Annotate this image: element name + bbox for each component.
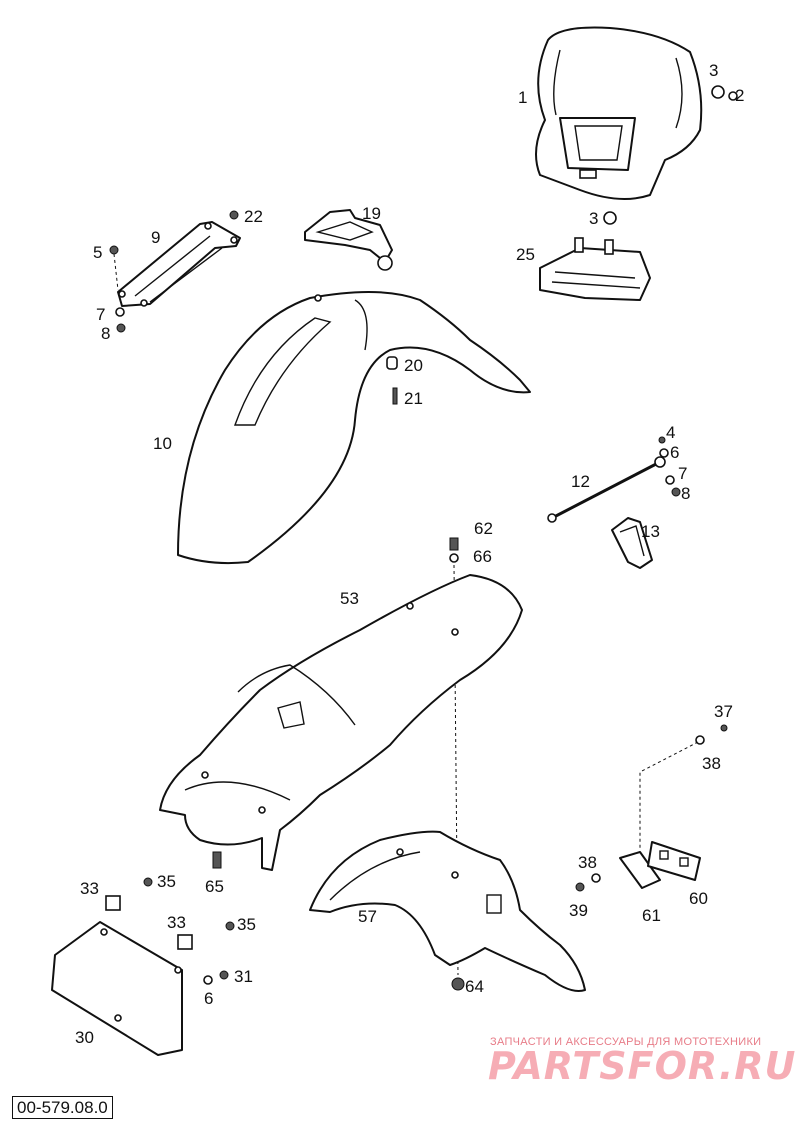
screw-21 (392, 387, 398, 405)
washer-38a (695, 735, 705, 745)
callout-8a: 8 (101, 324, 111, 343)
bushing-20 (386, 356, 398, 370)
callout-5: 5 (93, 243, 103, 262)
reflector (647, 841, 701, 881)
screw-4 (658, 436, 666, 444)
callout-30: 30 (75, 1028, 94, 1047)
callout-12: 12 (571, 472, 590, 491)
bolt-5 (109, 245, 119, 255)
front-fender (177, 290, 531, 565)
callout-8b: 8 (681, 484, 691, 503)
headlight-mask (535, 26, 703, 200)
callout-13: 13 (641, 522, 660, 541)
callout-65: 65 (205, 877, 224, 896)
washer-66 (449, 553, 459, 563)
clamp (611, 517, 653, 569)
callout-66: 66 (473, 547, 492, 566)
speedo-holder (539, 237, 651, 301)
washer-6b (203, 975, 213, 985)
callout-64: 64 (465, 977, 484, 996)
callout-2: 2 (735, 86, 745, 105)
nut-39 (575, 882, 585, 892)
callout-38a: 38 (702, 754, 721, 773)
rubber-grommet-3b (603, 211, 617, 225)
reflector-holder (619, 851, 661, 889)
callout-33a: 33 (80, 879, 99, 898)
nut-8b (671, 487, 681, 497)
screw-37 (720, 724, 728, 732)
number-plate (51, 921, 183, 1056)
washer-7 (115, 307, 125, 317)
callout-60: 60 (689, 889, 708, 908)
callout-35a: 35 (157, 872, 176, 891)
callout-7a: 7 (96, 305, 106, 324)
watermark-logo: PARTSFOR.RU (488, 1044, 797, 1088)
washer-6 (659, 448, 669, 458)
screw-64 (451, 977, 465, 991)
callout-35b: 35 (237, 915, 256, 934)
rear-fender (159, 574, 523, 871)
screw-35b (225, 921, 235, 931)
callout-22: 22 (244, 207, 263, 226)
callout-21: 21 (404, 389, 423, 408)
callout-37: 37 (714, 702, 733, 721)
callout-9: 9 (151, 228, 161, 247)
callout-38b: 38 (578, 853, 597, 872)
watermark-tagline: ЗАПЧАСТИ И АКСЕССУАРЫ ДЛЯ МОТОТЕХНИКИ (490, 1036, 762, 1048)
washer-38b (591, 873, 601, 883)
callout-6c: 6 (204, 989, 214, 1008)
callout-57: 57 (358, 907, 377, 926)
callout-3a: 3 (709, 61, 719, 80)
callout-19: 19 (362, 204, 381, 223)
callout-39: 39 (569, 901, 588, 920)
document-number: 00-579.08.0 (12, 1096, 113, 1119)
callout-20: 20 (404, 356, 423, 375)
callout-4: 4 (666, 423, 676, 442)
callout-33b: 33 (167, 913, 186, 932)
screw-22 (229, 210, 239, 220)
callout-53: 53 (340, 589, 359, 608)
callout-3b: 3 (589, 209, 599, 228)
screw-62 (449, 537, 459, 551)
front-bracket (117, 221, 241, 307)
callout-7b: 7 (678, 464, 688, 483)
callout-25: 25 (516, 245, 535, 264)
callout-6a: 6 (670, 443, 680, 462)
screw-31 (219, 970, 229, 980)
callout-1: 1 (518, 88, 528, 107)
cable-guide (547, 456, 666, 523)
plate-clip-33b (177, 934, 193, 950)
nut-8 (116, 323, 126, 333)
plate-clip-33a (105, 895, 121, 911)
screw-35a (143, 877, 153, 887)
screw-65 (212, 851, 222, 869)
nut-2 (728, 91, 738, 101)
callout-62: 62 (474, 519, 493, 538)
rubber-grommet-3a (711, 85, 725, 99)
callout-61: 61 (642, 906, 661, 925)
callout-10: 10 (153, 434, 172, 453)
splash-guard (309, 830, 586, 992)
washer-7b (665, 475, 675, 485)
callout-31: 31 (234, 967, 253, 986)
bracket-19 (304, 209, 393, 271)
